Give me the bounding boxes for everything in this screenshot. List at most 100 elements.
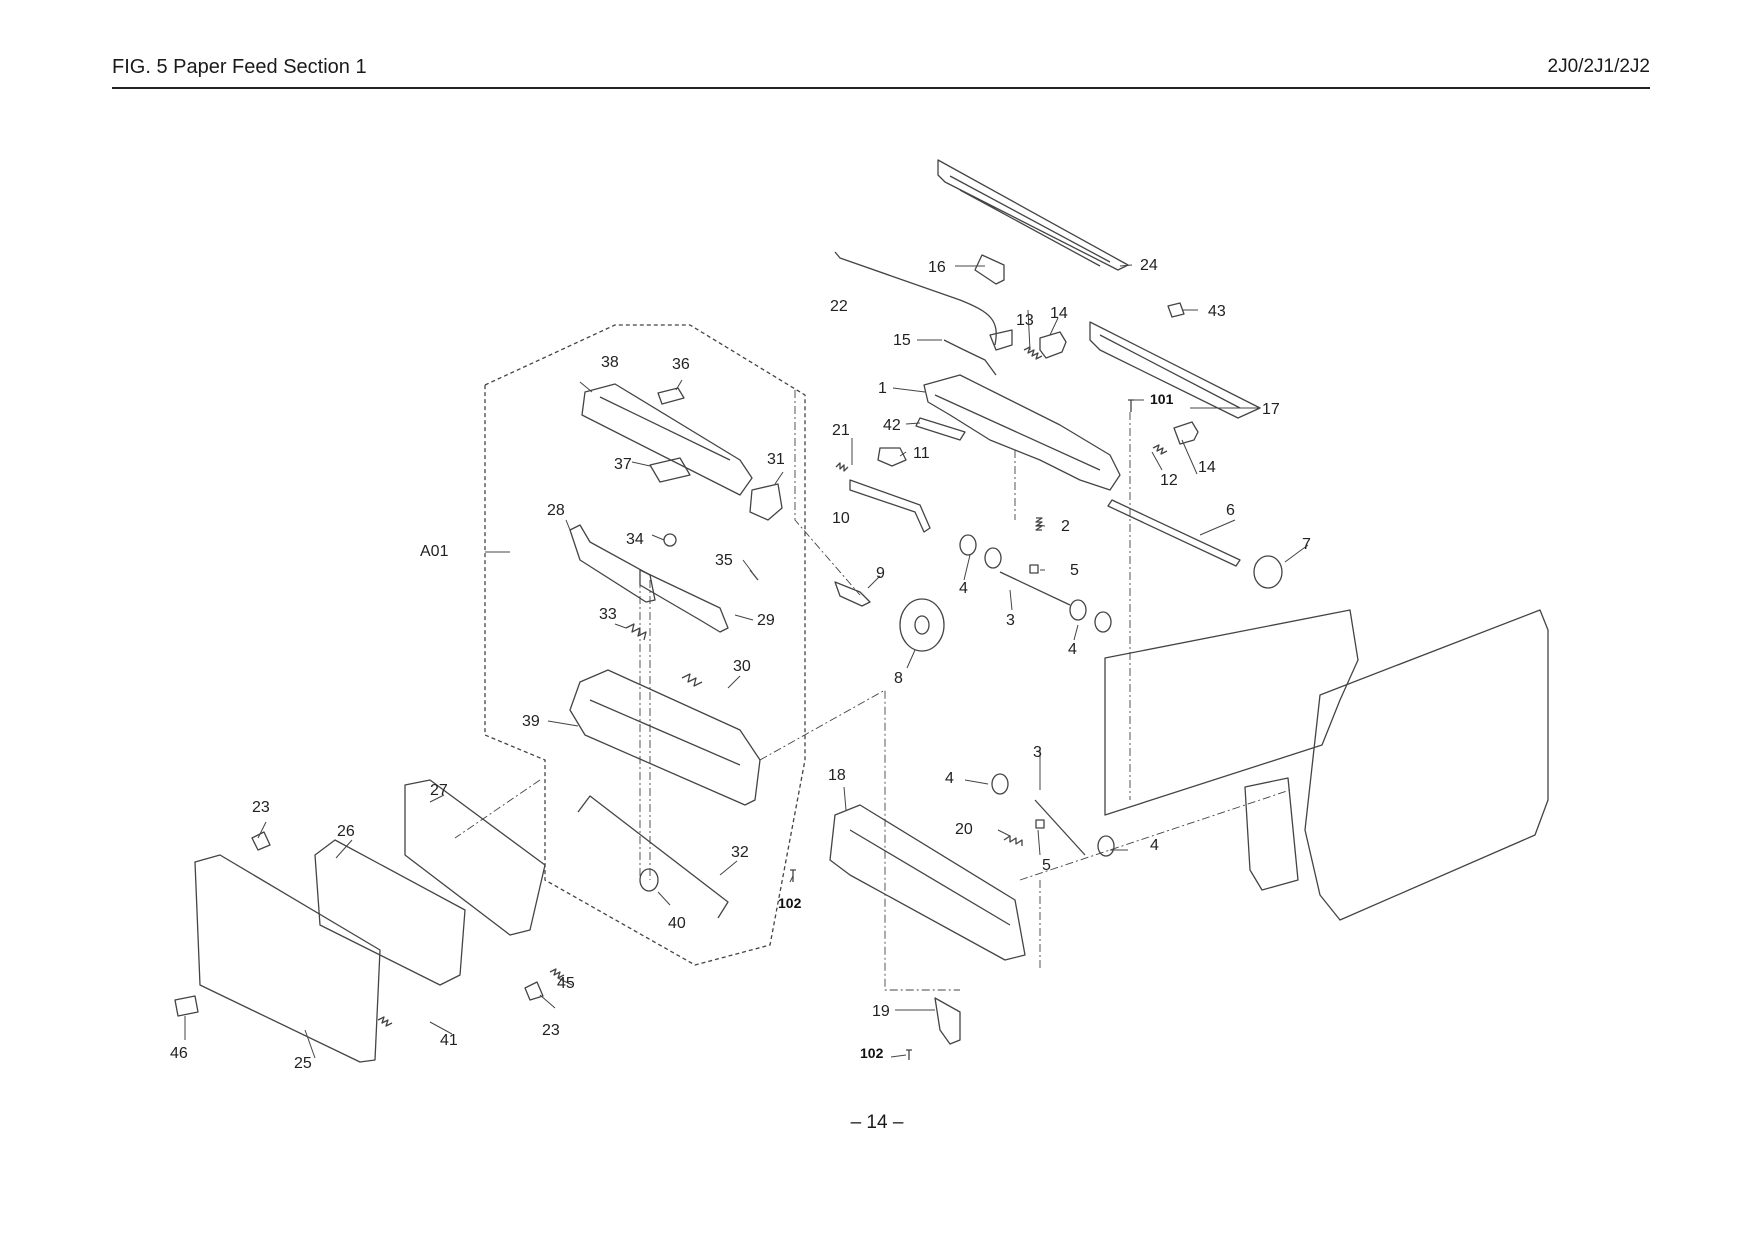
part-23-latch-a bbox=[251, 831, 271, 851]
part-4-roller-b bbox=[984, 547, 1002, 569]
callout-20: 20 bbox=[955, 821, 973, 838]
callout-34: 34 bbox=[626, 531, 644, 548]
callout-39: 39 bbox=[522, 713, 540, 730]
part-11-lever bbox=[877, 447, 907, 467]
header-rule bbox=[112, 87, 1650, 89]
part-37-pad bbox=[649, 457, 691, 483]
part-42-pad bbox=[915, 417, 966, 441]
callout-32: 32 bbox=[731, 844, 749, 861]
callout-4a: 4 bbox=[959, 580, 968, 597]
callout-25: 25 bbox=[294, 1055, 312, 1072]
part-8-roller bbox=[899, 598, 945, 652]
callout-42: 42 bbox=[883, 417, 901, 434]
part-22-harness bbox=[834, 251, 1013, 351]
part-14-latch-b bbox=[1173, 421, 1199, 445]
callout-18: 18 bbox=[828, 767, 846, 784]
callout-12: 12 bbox=[1160, 472, 1178, 489]
callout-8: 8 bbox=[894, 670, 903, 687]
part-4-roller-c bbox=[1069, 599, 1087, 621]
callout-7: 7 bbox=[1302, 536, 1311, 553]
callout-102a: 102 bbox=[778, 895, 802, 911]
callout-45: 45 bbox=[557, 975, 575, 992]
callout-101: 101 bbox=[1150, 391, 1174, 407]
part-27-plate bbox=[404, 779, 546, 936]
alignment-lines bbox=[454, 390, 1291, 991]
callout-35: 35 bbox=[715, 552, 733, 569]
callout-5b: 5 bbox=[1042, 857, 1051, 874]
side-plate bbox=[1304, 609, 1549, 921]
part-10-lever bbox=[849, 479, 931, 533]
part-43-sticker bbox=[1167, 302, 1185, 318]
part-36-label bbox=[657, 387, 685, 405]
part-39-frame bbox=[569, 669, 761, 806]
part-25-front-cover bbox=[194, 854, 381, 1063]
callout-5a: 5 bbox=[1070, 562, 1079, 579]
part-9-lever bbox=[834, 581, 871, 607]
callout-40: 40 bbox=[668, 915, 686, 932]
callout-36: 36 bbox=[672, 356, 690, 373]
part-34-spring bbox=[663, 533, 677, 547]
callout-102b: 102 bbox=[860, 1045, 884, 1061]
callout-41: 41 bbox=[440, 1032, 458, 1049]
part-7-gear bbox=[1253, 555, 1283, 589]
callout-43: 43 bbox=[1208, 303, 1226, 320]
part-14-latch-a bbox=[1039, 331, 1067, 359]
screw-101 bbox=[1128, 399, 1134, 412]
leader-lines bbox=[184, 264, 1309, 1059]
part-41-spring bbox=[377, 1016, 393, 1027]
part-16-bracket bbox=[974, 254, 1005, 285]
callout-38: 38 bbox=[601, 354, 619, 371]
right-frame-chassis bbox=[1104, 609, 1359, 816]
part-3-shaft-b bbox=[1034, 799, 1086, 856]
callout-21: 21 bbox=[832, 422, 850, 439]
callout-28: 28 bbox=[547, 502, 565, 519]
part-13-spring bbox=[1023, 346, 1043, 360]
callout-13: 13 bbox=[1016, 312, 1034, 329]
part-18-guide bbox=[829, 804, 1026, 961]
callout-14b: 14 bbox=[1198, 459, 1216, 476]
part-4-roller-f bbox=[1097, 835, 1115, 857]
callout-27: 27 bbox=[430, 782, 448, 799]
callout-A01: A01 bbox=[420, 543, 449, 560]
callout-17: 17 bbox=[1262, 401, 1280, 418]
callout-19: 19 bbox=[872, 1003, 890, 1020]
assembly-boundary bbox=[484, 324, 806, 966]
callout-6: 6 bbox=[1226, 502, 1235, 519]
part-17-guide bbox=[1089, 321, 1261, 419]
callout-15: 15 bbox=[893, 332, 911, 349]
callout-3b: 3 bbox=[1033, 744, 1042, 761]
part-4-roller-a bbox=[959, 534, 977, 556]
part-32-wire bbox=[577, 795, 729, 919]
part-26-inner-cover bbox=[314, 839, 466, 986]
part-5-collar-b bbox=[1035, 819, 1045, 829]
part-12-spring bbox=[1152, 444, 1168, 455]
part-4-roller-d bbox=[1094, 611, 1112, 633]
callout-3a: 3 bbox=[1006, 612, 1015, 629]
part-3-shaft-a bbox=[999, 571, 1071, 606]
part-38-cover bbox=[581, 383, 753, 496]
callout-23b: 23 bbox=[542, 1022, 560, 1039]
part-4-roller-e bbox=[991, 773, 1009, 795]
screw-102-b bbox=[906, 1049, 912, 1060]
callout-11: 11 bbox=[913, 445, 930, 462]
part-2-spring bbox=[1035, 517, 1043, 531]
page-number: – 14 – bbox=[850, 1112, 904, 1133]
callout-24: 24 bbox=[1140, 257, 1158, 274]
callout-46: 46 bbox=[170, 1045, 188, 1062]
callout-37: 37 bbox=[614, 456, 632, 473]
part-1-feed-frame bbox=[923, 374, 1121, 491]
callout-14a: 14 bbox=[1050, 305, 1068, 322]
callout-22: 22 bbox=[830, 298, 848, 315]
callout-1: 1 bbox=[878, 380, 887, 397]
callout-16: 16 bbox=[928, 259, 946, 276]
callout-9: 9 bbox=[876, 565, 885, 582]
callout-4c: 4 bbox=[945, 770, 954, 787]
part-19-bracket bbox=[934, 997, 961, 1045]
part-6-shaft bbox=[1107, 499, 1241, 567]
part-21-spring bbox=[835, 462, 849, 472]
callout-30: 30 bbox=[733, 658, 751, 675]
callout-29: 29 bbox=[757, 612, 775, 629]
part-30-spring bbox=[681, 673, 703, 687]
callout-4d: 4 bbox=[1150, 837, 1159, 854]
